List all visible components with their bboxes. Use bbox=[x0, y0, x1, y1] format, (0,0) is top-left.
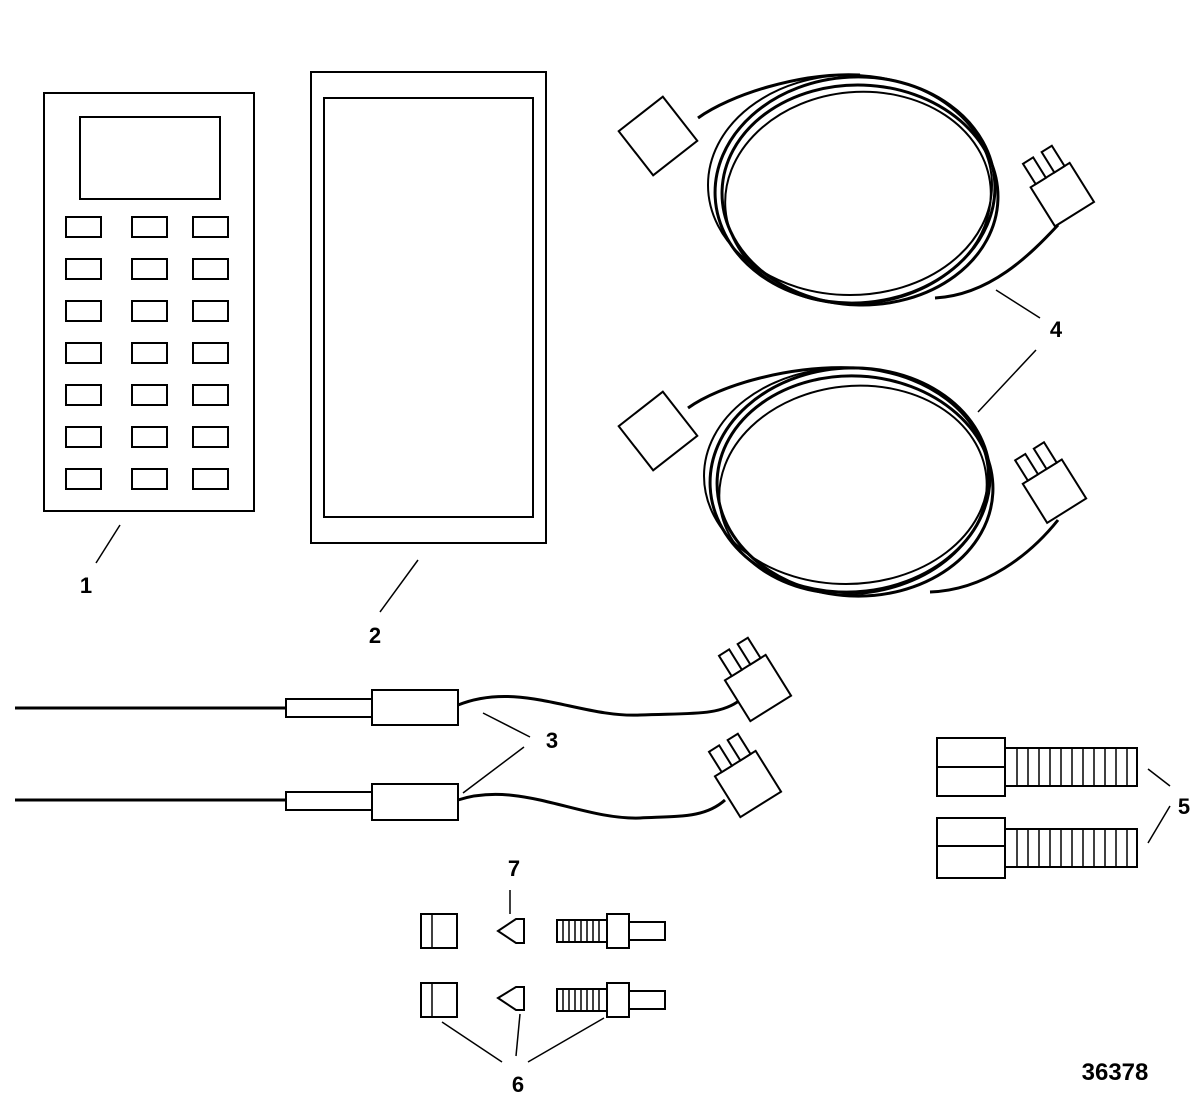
keypad-key bbox=[131, 468, 168, 490]
large-fitting-lower bbox=[936, 817, 1138, 879]
callout-4: 4 bbox=[1050, 317, 1063, 342]
keypad-key bbox=[65, 300, 102, 322]
two-pin-plug bbox=[707, 732, 783, 819]
callout-2: 2 bbox=[369, 623, 381, 648]
two-pin-plug bbox=[1013, 440, 1088, 525]
small-nut bbox=[420, 913, 458, 949]
small-fittings-row-upper bbox=[420, 913, 666, 949]
coiled-harness-upper bbox=[617, 73, 1096, 307]
callout-3: 3 bbox=[546, 728, 558, 753]
small-nut bbox=[420, 982, 458, 1018]
keypad-key bbox=[192, 216, 229, 238]
keypad-key bbox=[192, 384, 229, 406]
callout-1: 1 bbox=[80, 573, 92, 598]
keypad-key bbox=[131, 384, 168, 406]
coiled-harness-lower bbox=[617, 366, 1088, 598]
ferrule bbox=[496, 918, 525, 944]
keypad-key bbox=[131, 216, 168, 238]
keypad-key bbox=[192, 468, 229, 490]
figure-number: 36378 bbox=[1082, 1059, 1149, 1086]
keypad-key bbox=[65, 468, 102, 490]
two-pin-plug bbox=[717, 636, 793, 723]
two-pin-plug bbox=[1021, 144, 1096, 228]
keypad-key bbox=[192, 426, 229, 448]
keypad-keys bbox=[65, 216, 229, 490]
callout-7: 7 bbox=[508, 856, 520, 881]
square-connector bbox=[617, 390, 699, 472]
keypad-key bbox=[65, 216, 102, 238]
callout-6: 6 bbox=[512, 1072, 524, 1097]
handheld-keypad-unit bbox=[43, 92, 255, 512]
keypad-key bbox=[65, 258, 102, 280]
keypad-key bbox=[192, 342, 229, 364]
keypad-key bbox=[131, 426, 168, 448]
reference-card bbox=[310, 71, 547, 544]
keypad-key bbox=[65, 342, 102, 364]
large-fitting-upper bbox=[936, 737, 1138, 797]
small-fittings-row-lower bbox=[420, 982, 666, 1018]
keypad-key bbox=[192, 300, 229, 322]
keypad-key bbox=[131, 342, 168, 364]
keypad-key bbox=[65, 426, 102, 448]
ferrule bbox=[496, 986, 525, 1011]
temperature-probe-upper bbox=[15, 636, 793, 726]
square-connector bbox=[617, 95, 699, 177]
keypad-key bbox=[65, 384, 102, 406]
keypad-key bbox=[131, 258, 168, 280]
keypad-key bbox=[131, 300, 168, 322]
callout-5: 5 bbox=[1178, 794, 1190, 819]
temperature-probe-lower bbox=[15, 732, 783, 821]
keypad-key bbox=[192, 258, 229, 280]
keypad-display bbox=[79, 116, 221, 200]
leader-lines bbox=[95, 289, 1171, 1063]
